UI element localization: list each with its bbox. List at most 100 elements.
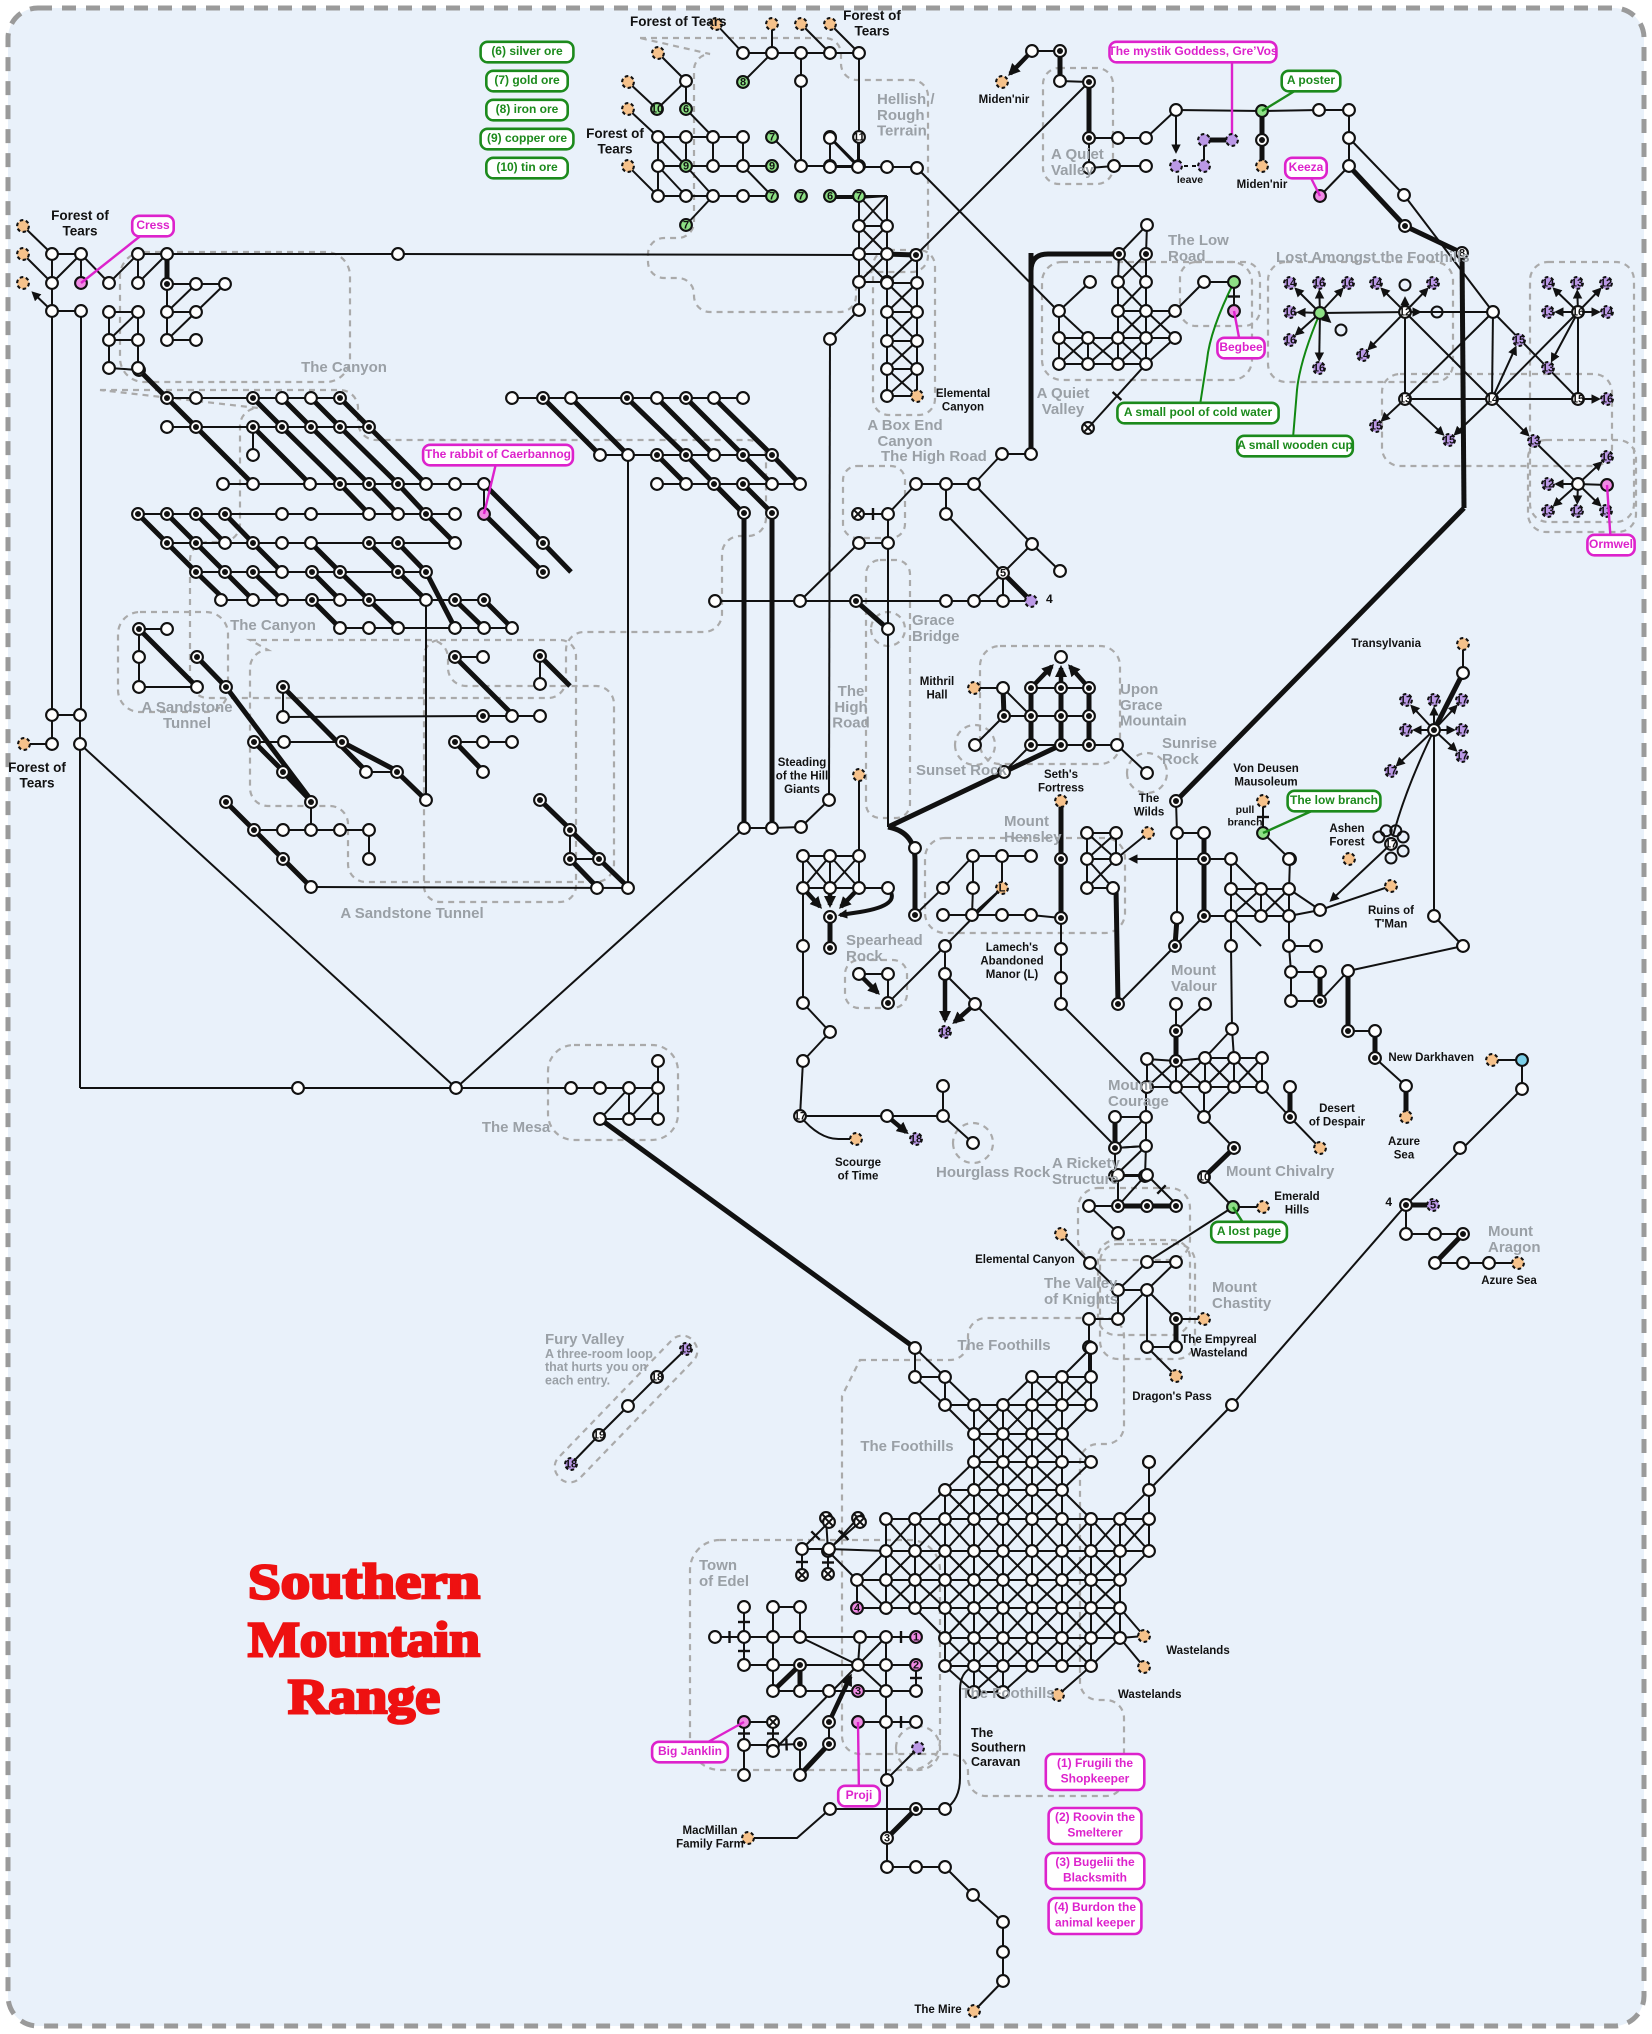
svg-text:Sea: Sea <box>1394 1150 1415 1162</box>
svg-text:The Valley: The Valley <box>1044 1275 1118 1292</box>
svg-text:18: 18 <box>651 1372 663 1384</box>
svg-text:Azure Sea: Azure Sea <box>1481 1275 1537 1287</box>
svg-text:13: 13 <box>1600 506 1612 518</box>
svg-text:Courage: Courage <box>1108 1093 1169 1110</box>
svg-text:7: 7 <box>798 191 804 203</box>
svg-text:(2) Roovin the: (2) Roovin the <box>1055 1810 1135 1824</box>
svg-text:The Canyon: The Canyon <box>301 359 387 376</box>
svg-text:Upon: Upon <box>1120 681 1158 698</box>
svg-text:15: 15 <box>1370 421 1382 433</box>
svg-text:8: 8 <box>1459 248 1465 260</box>
svg-text:16: 16 <box>1313 278 1325 290</box>
svg-text:Elemental Canyon: Elemental Canyon <box>975 1254 1075 1266</box>
svg-text:17: 17 <box>1456 751 1468 763</box>
svg-text:Range: Range <box>288 1668 440 1724</box>
svg-text:14: 14 <box>1370 278 1383 290</box>
svg-text:Miden'nir: Miden'nir <box>979 94 1030 106</box>
svg-text:of Knights: of Knights <box>1044 1291 1118 1308</box>
svg-text:16: 16 <box>1342 278 1354 290</box>
svg-text:8: 8 <box>740 77 746 89</box>
svg-text:Southern: Southern <box>971 1741 1026 1755</box>
svg-text:Elemental: Elemental <box>936 388 990 400</box>
svg-text:Southern: Southern <box>248 1553 480 1609</box>
svg-text:Desert: Desert <box>1319 1103 1355 1115</box>
svg-text:Lamech's: Lamech's <box>986 942 1039 954</box>
svg-text:Spearhead: Spearhead <box>846 932 923 949</box>
svg-text:5: 5 <box>1430 1200 1436 1212</box>
svg-text:A three-room loop: A three-room loop <box>545 1347 653 1361</box>
svg-text:Forest of: Forest of <box>586 126 644 141</box>
svg-text:Hills: Hills <box>1285 1205 1309 1217</box>
svg-text:leave: leave <box>1177 174 1203 186</box>
svg-text:17: 17 <box>1400 725 1412 737</box>
svg-text:9: 9 <box>683 161 689 173</box>
svg-text:The Low: The Low <box>1168 232 1229 249</box>
svg-text:18: 18 <box>910 1134 922 1146</box>
svg-text:1: 1 <box>913 1632 919 1644</box>
svg-text:Mount Chivalry: Mount Chivalry <box>1226 1163 1335 1180</box>
svg-text:Sunset Rock: Sunset Rock <box>916 762 1008 779</box>
svg-text:Mount: Mount <box>1212 1279 1257 1296</box>
svg-text:18: 18 <box>565 1459 577 1471</box>
svg-text:Forest: Forest <box>1329 837 1364 849</box>
svg-text:Grace: Grace <box>912 612 955 629</box>
svg-text:Road: Road <box>1168 248 1206 265</box>
svg-text:(9) copper ore: (9) copper ore <box>487 131 567 145</box>
svg-text:12: 12 <box>1542 479 1554 491</box>
svg-text:The Empyreal: The Empyreal <box>1181 1334 1256 1346</box>
svg-text:18: 18 <box>939 1027 951 1039</box>
svg-text:of the Hill: of the Hill <box>776 771 828 783</box>
svg-text:Shopkeeper: Shopkeeper <box>1061 1772 1130 1786</box>
svg-text:Valour: Valour <box>1171 978 1217 995</box>
svg-text:that hurts you on: that hurts you on <box>545 1360 647 1374</box>
svg-text:Abandoned: Abandoned <box>980 956 1043 968</box>
svg-text:A Quiet: A Quiet <box>1051 146 1104 163</box>
svg-text:2: 2 <box>913 1660 919 1672</box>
svg-text:A Sandstone Tunnel: A Sandstone Tunnel <box>340 905 483 922</box>
svg-text:Steading: Steading <box>778 757 827 769</box>
svg-text:Wasteland: Wasteland <box>1190 1348 1247 1360</box>
svg-text:4: 4 <box>1385 1195 1392 1209</box>
svg-text:The Mesa: The Mesa <box>482 1119 551 1136</box>
svg-text:13: 13 <box>1542 363 1554 375</box>
svg-text:Rough: Rough <box>877 107 924 124</box>
svg-text:Wastelands: Wastelands <box>1118 1689 1181 1701</box>
svg-text:3: 3 <box>855 1686 861 1698</box>
svg-text:Smelterer: Smelterer <box>1067 1826 1123 1840</box>
svg-text:The Foothills: The Foothills <box>860 1438 953 1455</box>
svg-text:The: The <box>1139 793 1159 805</box>
svg-text:16: 16 <box>1313 363 1325 375</box>
svg-text:Ruins of: Ruins of <box>1368 905 1414 917</box>
svg-text:The: The <box>838 683 865 700</box>
svg-text:13: 13 <box>1427 278 1439 290</box>
svg-text:14: 14 <box>1357 350 1370 362</box>
svg-text:Valley: Valley <box>1051 162 1094 179</box>
svg-text:(4) Burdon the: (4) Burdon the <box>1054 1900 1136 1914</box>
svg-text:6: 6 <box>683 104 689 116</box>
svg-text:Blacksmith: Blacksmith <box>1063 1871 1127 1885</box>
svg-text:5: 5 <box>1000 568 1006 580</box>
svg-text:Ormwel: Ormwel <box>1589 537 1633 551</box>
svg-text:T'Man: T'Man <box>1375 919 1408 931</box>
svg-text:The Foothills: The Foothills <box>961 1685 1054 1702</box>
svg-text:(7) gold ore: (7) gold ore <box>494 73 560 87</box>
svg-text:Structure: Structure <box>1052 1171 1119 1188</box>
svg-text:Terrain: Terrain <box>877 123 927 140</box>
svg-text:A lost page: A lost page <box>1217 1224 1282 1238</box>
svg-text:17: 17 <box>1428 695 1440 707</box>
svg-text:Mount: Mount <box>1171 962 1216 979</box>
svg-text:Mausoleum: Mausoleum <box>1234 777 1297 789</box>
svg-text:Fortress: Fortress <box>1038 783 1084 795</box>
svg-text:Scourge: Scourge <box>835 1157 881 1169</box>
svg-text:7: 7 <box>769 132 775 144</box>
svg-text:15: 15 <box>1513 335 1525 347</box>
svg-text:12: 12 <box>1399 307 1411 319</box>
svg-text:A small pool of cold water: A small pool of cold water <box>1124 405 1273 419</box>
svg-text:(8) iron ore: (8) iron ore <box>496 102 559 116</box>
svg-text:The High Road: The High Road <box>881 448 987 465</box>
svg-text:12: 12 <box>1571 506 1583 518</box>
svg-text:The Canyon: The Canyon <box>230 617 316 634</box>
svg-text:Mount: Mount <box>1488 1223 1533 1240</box>
svg-text:of Despair: of Despair <box>1309 1117 1366 1129</box>
svg-text:Tears: Tears <box>19 776 54 791</box>
